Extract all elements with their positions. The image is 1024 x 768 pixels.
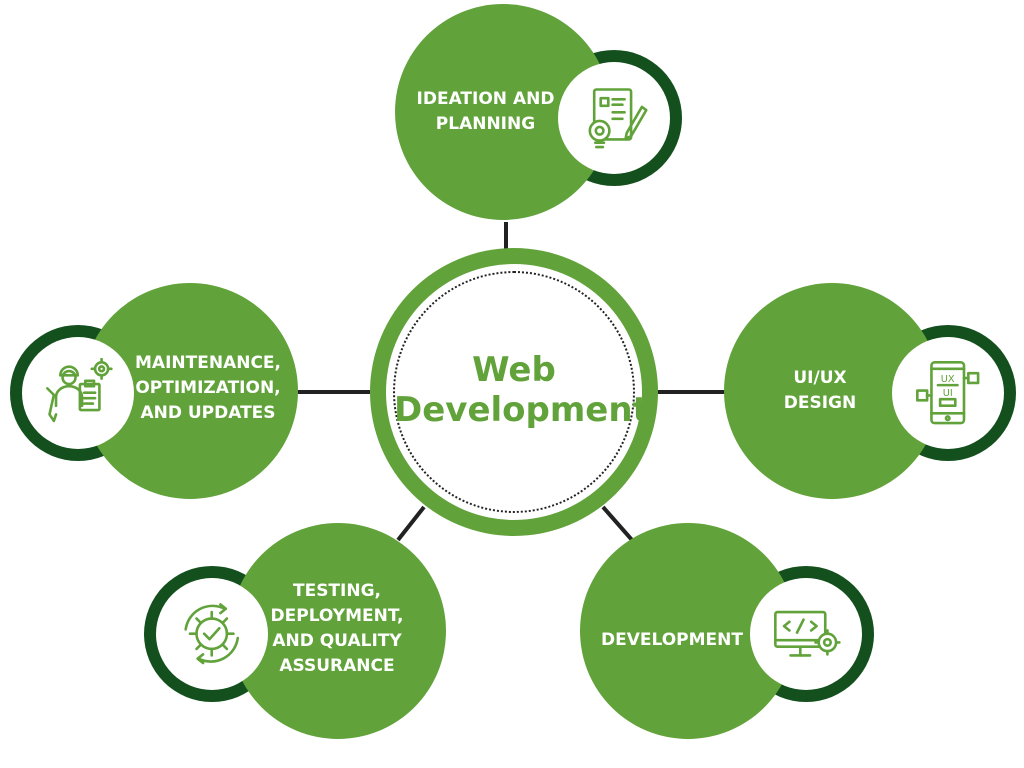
development-badge <box>750 578 862 690</box>
maintenance-badge <box>22 337 134 449</box>
hub-dotted-border <box>393 271 635 513</box>
stage-label-development: DEVELOPMENT <box>601 630 743 650</box>
planning-document-icon <box>588 88 648 149</box>
stage-label-maintenance: MAINTENANCE, OPTIMIZATION, AND UPDATES <box>135 353 281 423</box>
ui-ux-tablet-icon: UX UI <box>916 361 980 425</box>
svg-text:UI: UI <box>943 388 953 399</box>
maintenance-worker-icon <box>46 358 113 423</box>
stage-label-ideation: IDEATION AND PLANNING <box>416 89 555 134</box>
stage-label-testing: TESTING, DEPLOYMENT, AND QUALITY ASSURAN… <box>270 581 404 676</box>
connector-testing <box>396 505 426 542</box>
ideation-badge <box>558 62 670 174</box>
testing-badge <box>156 578 268 690</box>
svg-text:UX: UX <box>941 374 955 385</box>
uiux-badge: UX UI <box>892 337 1004 449</box>
code-monitor-icon <box>774 610 841 658</box>
connector-development <box>601 505 634 542</box>
hub-title: Web Development <box>394 350 649 430</box>
gear-check-icon <box>184 603 240 665</box>
stage-label-uiux: UI/UX DESIGN <box>783 368 857 413</box>
